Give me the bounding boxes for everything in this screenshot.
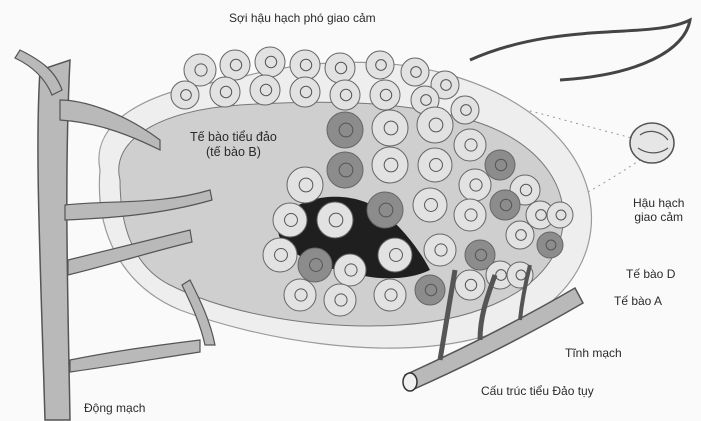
label-islet-cell-line1: Tế bào tiểu đảo — [190, 130, 277, 145]
islet-cell — [370, 80, 400, 110]
label-cell-a: Tế bào A — [614, 294, 662, 308]
islet-cell — [334, 254, 366, 286]
ganglion-shape — [630, 123, 674, 163]
islet-cell — [210, 77, 240, 107]
islet-cell — [547, 202, 573, 228]
islet-cell — [220, 50, 250, 80]
label-sympathetic-ganglion: Hậu hạch giao cảm — [633, 196, 684, 225]
islet-cell — [171, 81, 199, 109]
islet-cell — [401, 58, 429, 86]
islet-cell — [459, 169, 491, 201]
islet-cell — [284, 279, 316, 311]
label-vein: Tĩnh mạch — [565, 346, 622, 360]
islet-cell — [455, 270, 485, 300]
islet-cell — [451, 96, 479, 124]
label-ganglion-line1: Hậu hạch — [633, 196, 684, 210]
nerve-fiber-curve — [470, 20, 690, 80]
islet-cell — [372, 147, 408, 183]
islet-cell — [413, 188, 447, 222]
islet-cell — [366, 51, 394, 79]
islet-cell — [454, 199, 486, 231]
islet-cell — [415, 275, 445, 305]
islet-cell — [367, 192, 403, 228]
islet-cell — [250, 75, 280, 105]
artery-branch-4 — [70, 340, 200, 372]
islet-cell — [324, 284, 356, 316]
islet-cell — [255, 47, 285, 77]
label-ganglion-line2: giao cảm — [633, 210, 684, 224]
islet-cell — [290, 77, 320, 107]
islet-cell — [327, 152, 363, 188]
label-islet-cell: Tế bào tiểu đảo (tế bào B) — [190, 130, 277, 160]
islet-cell — [417, 107, 453, 143]
islet-cell — [263, 238, 297, 272]
islet-cell — [330, 80, 360, 110]
islet-cell — [418, 148, 452, 182]
label-islet-cell-line2: (tế bào B) — [190, 145, 277, 160]
label-islet-structure: Cấu trúc tiểu Đảo tụy — [481, 384, 594, 398]
vein-opening — [403, 373, 417, 391]
islet-cell — [273, 203, 307, 237]
islet-cell — [374, 279, 406, 311]
label-artery: Động mạch — [84, 401, 145, 415]
islet-cell — [327, 112, 363, 148]
islet-cell — [424, 234, 456, 266]
islet-cell — [290, 50, 320, 80]
islet-cell — [378, 238, 412, 272]
label-parasympathetic-fiber: Sợi hậu hạch phó giao cảm — [229, 11, 376, 25]
islet-cell — [537, 232, 563, 258]
islet-cell — [490, 190, 520, 220]
islet-cell — [506, 221, 534, 249]
islet-cell — [325, 53, 355, 83]
islet-cell — [287, 167, 323, 203]
islet-cell — [485, 150, 515, 180]
islet-cell — [454, 129, 486, 161]
islet-cell — [298, 248, 332, 282]
label-cell-d: Tế bào D — [626, 267, 675, 281]
islet-cell — [317, 202, 353, 238]
islet-cell — [372, 110, 408, 146]
